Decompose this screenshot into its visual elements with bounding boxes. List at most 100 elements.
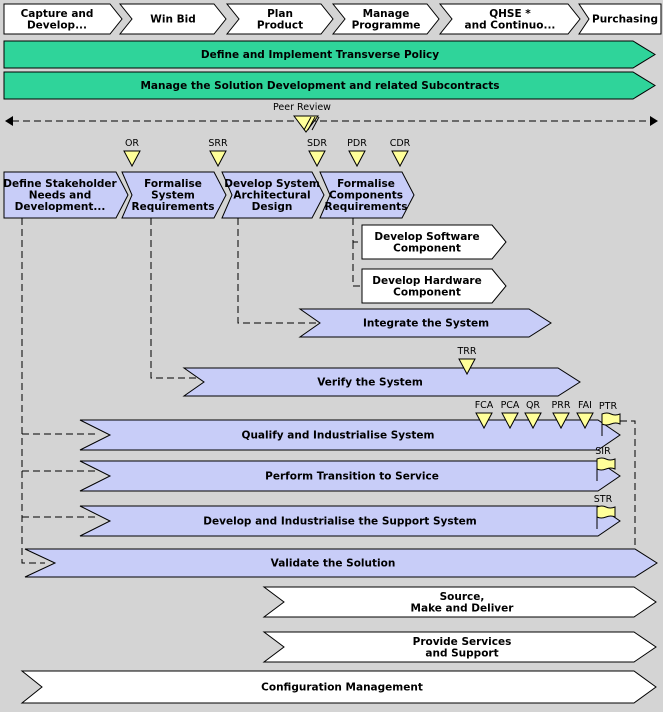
phase-define-stakeholder-needs-label: Development... — [15, 201, 106, 213]
phase-define-stakeholder-needs-shape — [3, 171, 129, 219]
milestone-label: SRR — [208, 138, 228, 149]
process-capture-develop[interactable]: Capture andDevelop... — [3, 3, 123, 35]
flag-icon — [596, 505, 616, 519]
develop-software-component-label: Component — [393, 242, 461, 254]
policy-bar-transverse-label: Define and Implement Transverse Policy — [201, 49, 439, 61]
process-qhse-label: QHSE * — [489, 8, 531, 20]
peer-review-label: Peer Review — [273, 102, 331, 113]
milestone-triangle-icon — [123, 150, 141, 168]
dashed-connector — [237, 218, 320, 324]
develop-hardware-component-shape — [361, 268, 507, 304]
process-qhse-shape — [438, 3, 581, 35]
phase-develop-architectural-design-shape — [221, 171, 325, 219]
provide-services-and-support-label: and Support — [425, 647, 498, 659]
process-capture-develop-shape — [3, 3, 123, 35]
integrate-the-system-label: Integrate the System — [363, 318, 489, 330]
arrow-left-icon — [5, 116, 13, 126]
milestone-label: CDR — [390, 138, 411, 149]
process-win-bid[interactable]: Win Bid — [118, 3, 227, 35]
phase-formalise-system-requirements-shape — [121, 171, 227, 219]
process-purchasing-label: Purchasing — [592, 14, 658, 26]
flag-icon — [596, 457, 616, 471]
validate-the-solution-shape — [24, 548, 658, 578]
milestone-flag-ptr: PTR — [599, 401, 621, 436]
milestone-cdr: CDR — [390, 138, 411, 168]
integrate-the-system[interactable]: Integrate the System — [298, 308, 552, 338]
process-manage-programme-label: Manage — [363, 8, 410, 20]
peer-review-hatch — [307, 116, 316, 131]
milestone-fai: FAI — [576, 400, 594, 430]
source-make-and-deliver[interactable]: Source,Make and Deliver — [262, 586, 657, 618]
develop-and-industrialise-support-system-shape — [79, 505, 621, 537]
process-win-bid-label: Win Bid — [150, 14, 195, 26]
process-capture-develop-label: Develop... — [27, 19, 87, 31]
perform-transition-to-service[interactable]: Perform Transition to Service — [79, 460, 621, 492]
process-plan-product-label: Plan — [267, 8, 293, 20]
milestone-srr: SRR — [208, 138, 228, 168]
process-purchasing[interactable]: Purchasing — [578, 3, 662, 35]
dashed-connector — [352, 218, 362, 243]
milestone-triangle-icon — [308, 150, 326, 168]
peer-review-triangle — [293, 115, 319, 133]
milestone-flag-sir: SIR — [595, 446, 616, 481]
dashed-connector — [150, 218, 200, 379]
milestone-fca: FCA — [475, 400, 494, 430]
verify-the-system-shape — [182, 367, 581, 397]
arrow-right-icon — [650, 116, 658, 126]
policy-bar-subcontracts-shape — [3, 71, 656, 100]
source-make-and-deliver-shape — [262, 586, 657, 618]
flag-label: SIR — [595, 446, 611, 457]
validate-the-solution-label: Validate the Solution — [271, 558, 396, 570]
flag-icon — [601, 412, 621, 426]
peer-review-marker-icon — [293, 115, 320, 133]
phase-formalise-components-requirements-shape — [319, 171, 415, 219]
provide-services-and-support-label: Provide Services — [413, 636, 512, 648]
process-plan-product-shape — [225, 3, 334, 35]
milestone-triangle-icon — [576, 412, 594, 430]
develop-and-industrialise-support-system-label: Develop and Industrialise the Support Sy… — [203, 516, 476, 528]
milestone-label: FCA — [475, 400, 494, 411]
develop-and-industrialise-support-system[interactable]: Develop and Industrialise the Support Sy… — [79, 505, 621, 537]
process-plan-product-label: Product — [257, 19, 303, 31]
qualify-and-industrialise-system-shape — [79, 419, 621, 451]
policy-bar-transverse[interactable]: Define and Implement Transverse Policy — [3, 40, 656, 69]
develop-hardware-component-label: Component — [393, 286, 461, 298]
milestone-label: PCA — [501, 400, 520, 411]
policy-bar-subcontracts[interactable]: Manage the Solution Development and rela… — [3, 71, 656, 100]
phase-formalise-system-requirements-label: Formalise — [144, 178, 202, 190]
milestone-triangle-icon — [391, 150, 409, 168]
verify-the-system[interactable]: Verify the System — [182, 367, 581, 397]
configuration-management[interactable]: Configuration Management — [20, 670, 657, 704]
phase-develop-architectural-design-label: Design — [252, 201, 293, 213]
process-capture-develop-label: Capture and — [21, 8, 94, 20]
milestone-triangle-icon — [552, 412, 570, 430]
milestone-label: PDR — [347, 138, 367, 149]
milestone-triangle-icon — [475, 412, 493, 430]
milestone-triangle-icon — [501, 412, 519, 430]
milestone-trr: TRR — [456, 346, 477, 376]
qualify-and-industrialise-system[interactable]: Qualify and Industrialise System — [79, 419, 621, 451]
source-make-and-deliver-label: Source, — [440, 591, 485, 603]
phase-define-stakeholder-needs-label: Define Stakeholder — [3, 178, 117, 190]
milestone-triangle-icon — [458, 358, 476, 376]
dashed-connector — [352, 242, 362, 287]
milestone-triangle-icon — [348, 150, 366, 168]
process-qhse[interactable]: QHSE *and Continuo... — [438, 3, 581, 35]
source-make-and-deliver-label: Make and Deliver — [411, 602, 515, 614]
milestone-label: TRR — [456, 346, 476, 357]
validate-the-solution[interactable]: Validate the Solution — [24, 548, 658, 578]
milestone-label: FAI — [578, 400, 592, 411]
policy-bar-transverse-shape — [3, 40, 656, 69]
provide-services-and-support-shape — [262, 631, 657, 663]
